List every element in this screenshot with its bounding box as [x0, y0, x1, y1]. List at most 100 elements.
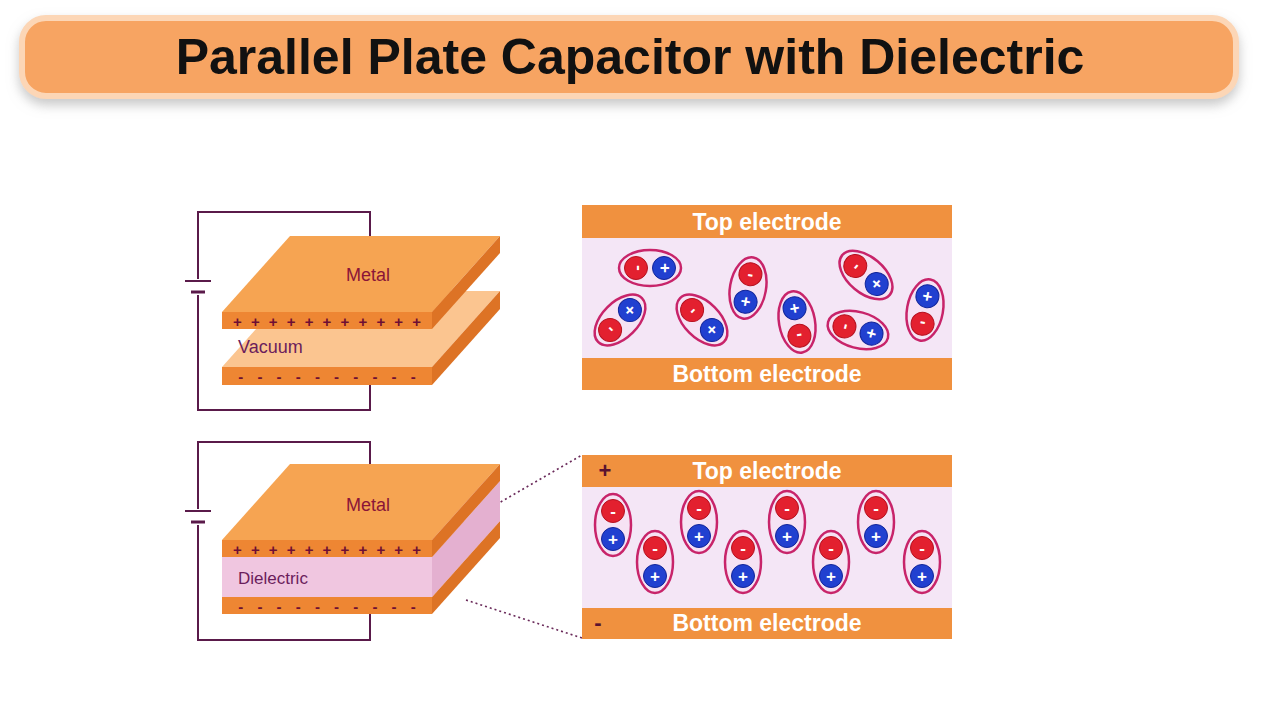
electrode-bar — [582, 358, 952, 390]
material-label: Metal — [346, 496, 390, 514]
metal-plate: Metal+ + + + + + + + + + + — [222, 464, 500, 557]
dipole-charge: + — [694, 528, 704, 545]
dipole: -+ — [584, 284, 656, 356]
metal-plate: Metal+ + + + + + + + + + + — [222, 236, 500, 329]
dipole-outline — [774, 288, 820, 355]
battery-symbol — [185, 279, 211, 295]
plate-side-face — [432, 291, 500, 385]
dipole-outline — [619, 250, 681, 286]
positive-charge — [644, 565, 667, 588]
dipole-outline — [769, 491, 805, 553]
dipole-outline — [902, 276, 948, 343]
dipole-outline — [595, 494, 631, 556]
positive-charge — [914, 283, 941, 310]
positive-charge — [865, 525, 888, 548]
dipole-outline — [725, 254, 771, 321]
dipole-outline — [904, 531, 940, 593]
dipole: -+ — [594, 493, 632, 557]
dipole-charge: - — [919, 540, 925, 557]
positive-charge — [602, 528, 625, 551]
negative-charge — [911, 537, 934, 560]
negative-charge — [688, 497, 711, 520]
dipole: -+ — [829, 240, 902, 310]
dipole-charge: + — [871, 528, 881, 545]
electrode-label: Bottom electrode — [672, 363, 861, 386]
dipole-outline — [823, 305, 892, 356]
positive-charge — [781, 295, 808, 322]
dipole-charge: + — [917, 568, 927, 585]
dipole: -+ — [822, 303, 894, 356]
negative-charge — [602, 500, 625, 523]
negative-charge — [776, 497, 799, 520]
dipole-shape — [584, 284, 656, 356]
positive-charge — [911, 565, 934, 588]
negative-charge — [737, 261, 764, 288]
polarity-sign: - — [594, 612, 601, 634]
plate-top-face — [222, 521, 500, 597]
positive-charge — [653, 257, 676, 280]
dipole-outline — [725, 531, 761, 593]
charge-signs: - - - - - - - - - - — [238, 369, 420, 384]
dipole-charge: + — [826, 568, 836, 585]
positive-charge — [688, 525, 711, 548]
dipole-charge: + — [656, 263, 673, 273]
dipole-charge: - — [740, 540, 746, 557]
bottom-electrode: - Bottom electrode — [582, 608, 952, 639]
electrode-label: Top electrode — [692, 460, 841, 483]
dipole-outline — [585, 285, 654, 354]
positive-charge — [857, 320, 885, 348]
bottom-electrode: Bottom electrode — [582, 358, 952, 390]
top-electrode: Top electrode — [582, 205, 952, 238]
negative-charge — [732, 537, 755, 560]
dipole: -+ — [768, 490, 806, 554]
dipole: -+ — [618, 249, 682, 287]
dipole-shape — [822, 303, 894, 356]
battery-symbol — [185, 509, 211, 525]
title-text: Parallel Plate Capacitor with Dielectric — [26, 18, 1234, 96]
electrode-label: Bottom electrode — [672, 612, 861, 635]
dipole: -+ — [724, 530, 762, 594]
dipole: -+ — [903, 530, 941, 594]
dipole-shape — [724, 253, 773, 323]
negative-charge — [786, 322, 813, 349]
dipole: -+ — [724, 253, 773, 323]
positive-charge — [820, 565, 843, 588]
electrode-bar — [582, 455, 952, 487]
positive-charge — [732, 565, 755, 588]
electrode-bar — [582, 608, 952, 639]
title-banner — [22, 18, 1236, 96]
dipole-charge: + — [738, 568, 748, 585]
plate-front-face — [222, 367, 432, 385]
charge-signs: - - - - - - - - - - — [238, 598, 420, 613]
dipole-outline — [667, 285, 736, 354]
positive-charge — [614, 294, 647, 327]
polarity-sign: + — [599, 460, 612, 482]
dipole-charge: - — [696, 500, 702, 517]
positive-charge — [696, 314, 729, 347]
dipole: -+ — [680, 490, 718, 554]
dipole-shape — [773, 287, 822, 357]
dipole-outline — [813, 531, 849, 593]
negative-charge — [909, 310, 936, 337]
plate-front-face — [222, 540, 432, 557]
dipole-charge: + — [650, 568, 660, 585]
top-electrode: + Top electrode — [582, 455, 952, 487]
dipole-charge: + — [608, 531, 618, 548]
electrode-label: Top electrode — [692, 210, 841, 233]
dipole-shape — [901, 275, 950, 345]
dipole-charge: + — [782, 528, 792, 545]
plate-front-face — [222, 312, 432, 329]
dipole-outline — [637, 531, 673, 593]
dipole: -+ — [812, 530, 850, 594]
electrode-bar — [582, 205, 952, 238]
dipole-shape — [666, 284, 738, 356]
negative-charge — [865, 497, 888, 520]
dipole: -+ — [857, 490, 895, 554]
dipole-outline — [681, 491, 717, 553]
charge-signs: + + + + + + + + + + + — [233, 313, 424, 328]
dipole-outline — [831, 241, 902, 308]
plate-front-face — [222, 557, 432, 597]
negative-charge — [820, 537, 843, 560]
